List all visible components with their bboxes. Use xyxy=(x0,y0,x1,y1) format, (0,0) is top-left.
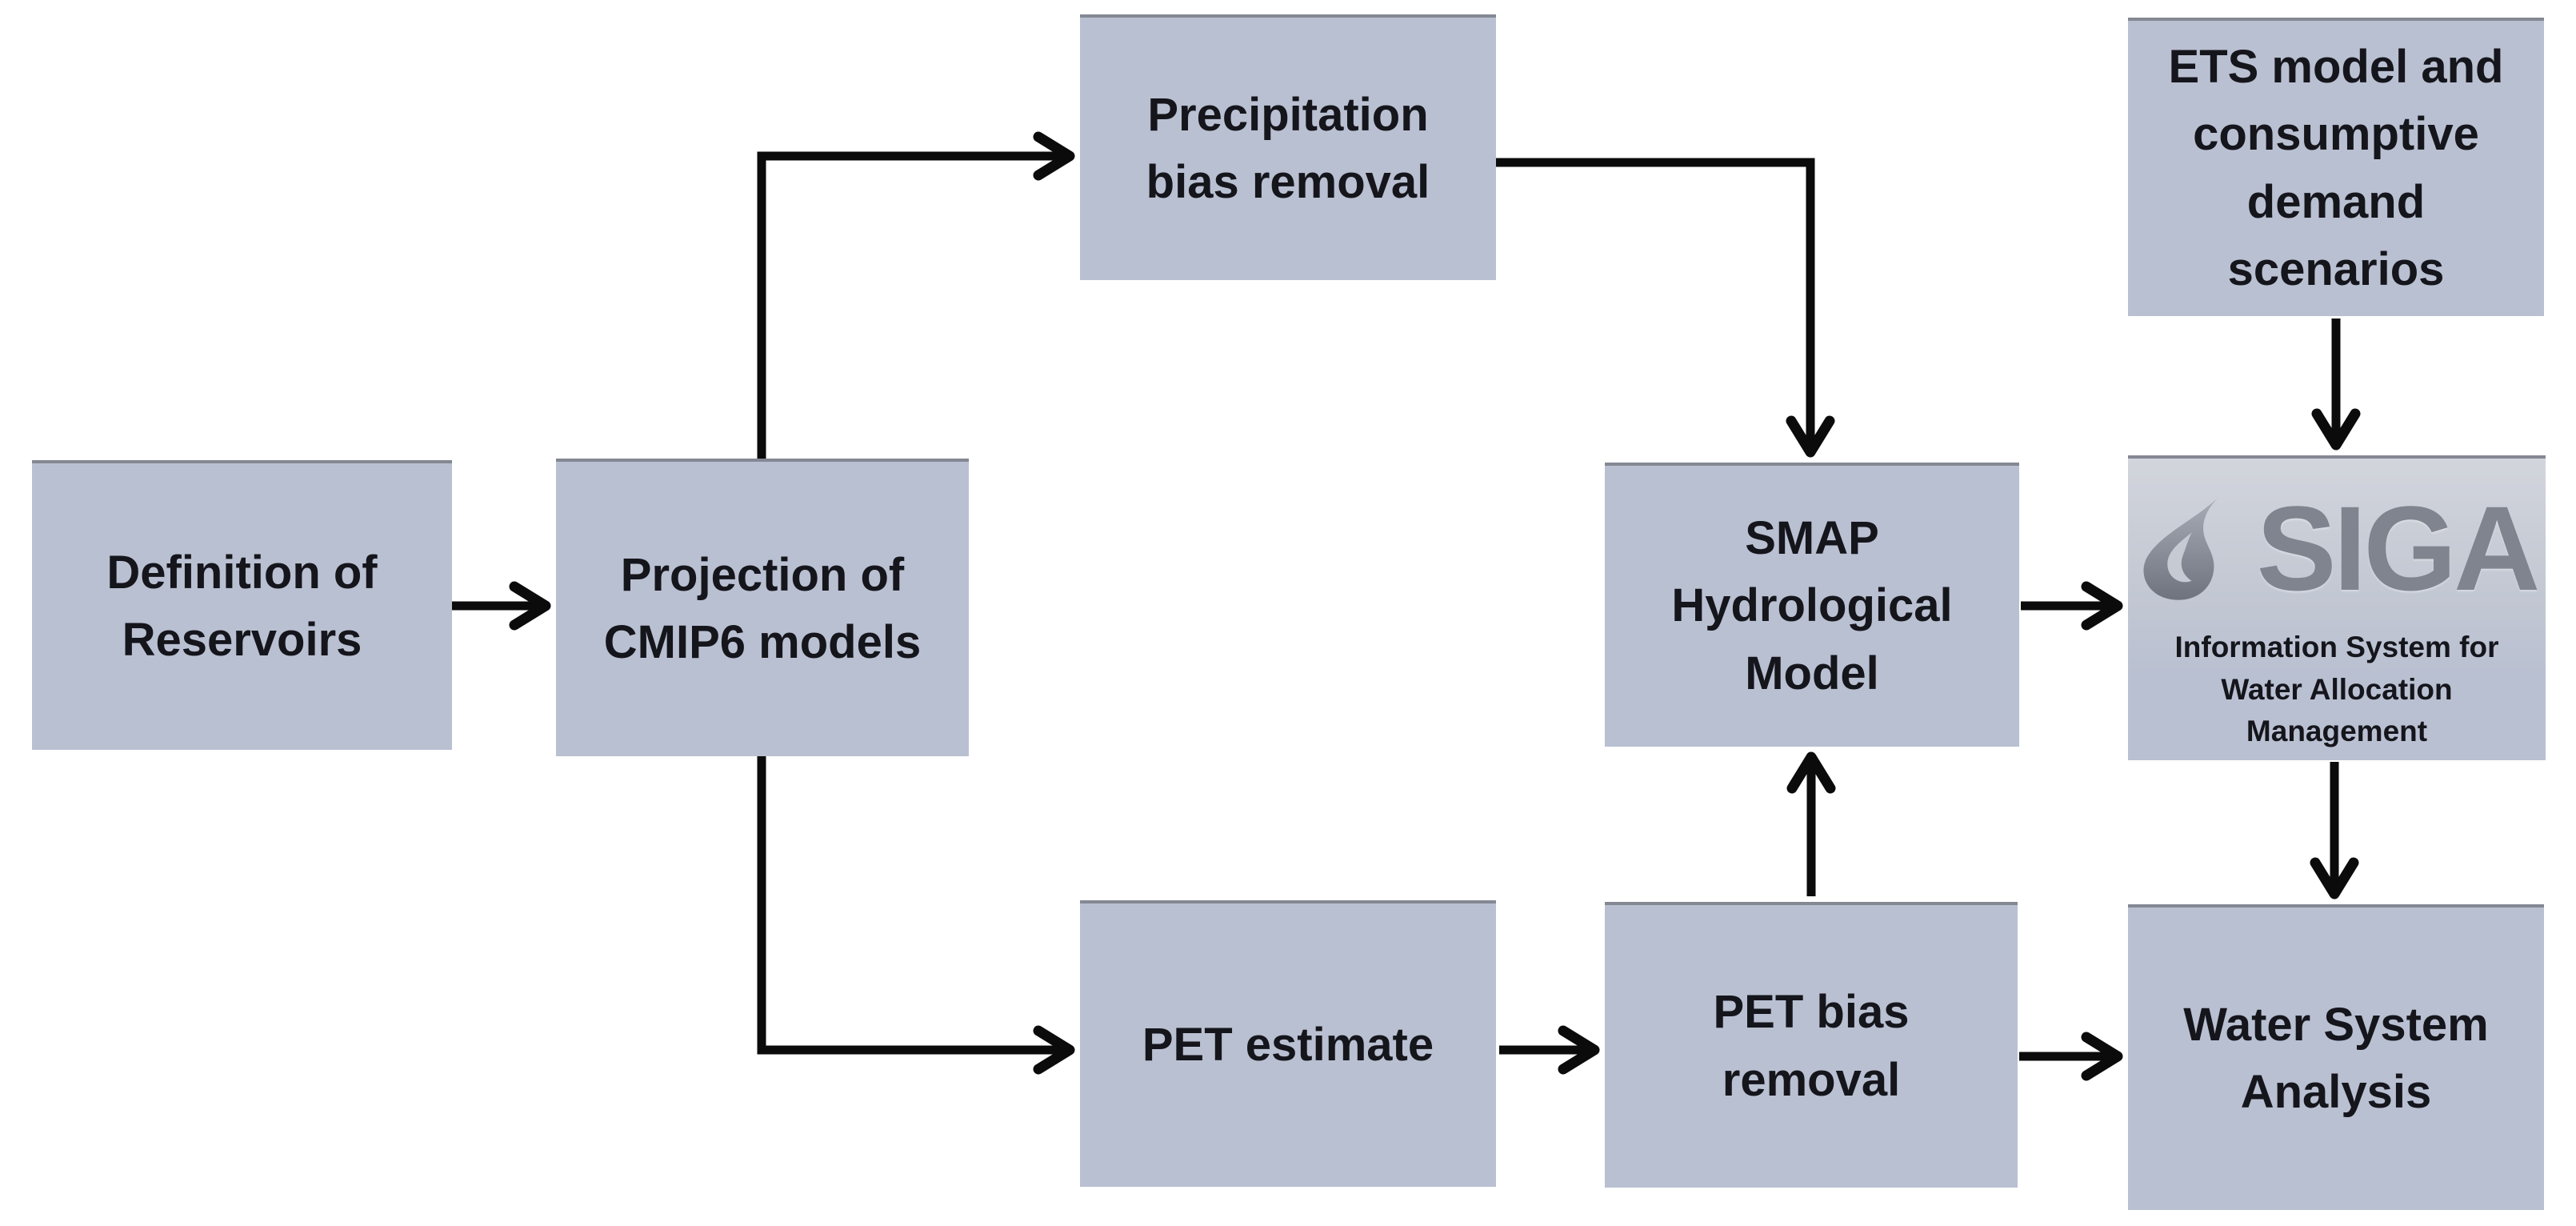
edge-projection-to-precip xyxy=(757,131,1075,462)
node-precipitation-bias-removal: Precipitation bias removal xyxy=(1080,14,1496,280)
node-ets-model-and-demand-scenarios: ETS model and consumptive demand scenari… xyxy=(2128,18,2544,316)
node-water-system-analysis: Water System Analysis xyxy=(2128,904,2544,1210)
node-projection-of-cmip6-models: Projection of CMIP6 models xyxy=(556,459,969,756)
node-label: Projection of CMIP6 models xyxy=(603,548,922,668)
node-label: PET bias removal xyxy=(1713,986,1910,1106)
node-label: Precipitation bias removal xyxy=(1146,88,1430,208)
edge-precip-to-smap xyxy=(1494,158,1835,458)
node-label: ETS model and consumptive demand scenari… xyxy=(2168,41,2504,295)
node-definition-of-reservoirs: Definition of Reservoirs xyxy=(32,460,452,750)
node-siga-system: SIGA Information System for Water Alloca… xyxy=(2128,455,2546,760)
node-label: SMAP Hydrological Model xyxy=(1671,512,1953,699)
edge-projection-to-pet-estimate xyxy=(757,755,1075,1075)
siga-logo: SIGA xyxy=(2137,470,2541,627)
node-smap-hydrological-model: SMAP Hydrological Model xyxy=(1605,463,2019,747)
siga-caption: Information System for Water Allocation … xyxy=(2174,631,2499,748)
node-pet-estimate: PET estimate xyxy=(1080,900,1496,1187)
node-label: PET estimate xyxy=(1142,1018,1434,1071)
node-label: Definition of Reservoirs xyxy=(106,546,378,666)
node-label: Water System Analysis xyxy=(2183,998,2489,1118)
siga-logo-text: SIGA xyxy=(2256,481,2541,615)
water-drop-icon xyxy=(2143,496,2219,600)
node-pet-bias-removal: PET bias removal xyxy=(1605,902,2018,1188)
